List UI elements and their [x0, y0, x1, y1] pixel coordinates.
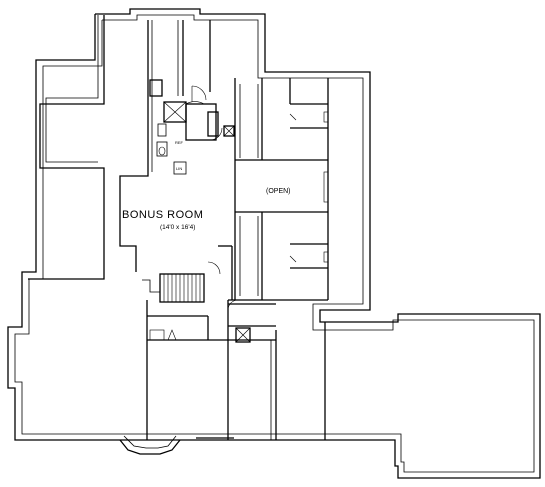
chimney-box	[149, 79, 163, 97]
toilet	[156, 141, 168, 157]
staircase	[142, 261, 221, 303]
dormer-insets	[239, 84, 329, 296]
bay-projection	[119, 435, 234, 455]
interior-walls	[119, 20, 329, 440]
room-labels: BONUS ROOM (14'0 x 16'4) (OPEN)	[122, 188, 291, 231]
hvac-box-upper	[223, 125, 235, 137]
bonus-room-dims: (14'0 x 16'4)	[160, 224, 195, 231]
bonus-room-name: BONUS ROOM	[122, 209, 203, 221]
open-label: (OPEN)	[266, 188, 291, 195]
knee-wall	[28, 15, 105, 280]
hvac-box-lower	[235, 327, 251, 343]
exterior-wall	[7, 8, 541, 479]
linen-label: LIN	[176, 166, 182, 171]
bathroom-cluster: LIN REF	[149, 79, 235, 175]
lower-core	[149, 299, 251, 343]
ref-label: REF	[175, 140, 184, 145]
